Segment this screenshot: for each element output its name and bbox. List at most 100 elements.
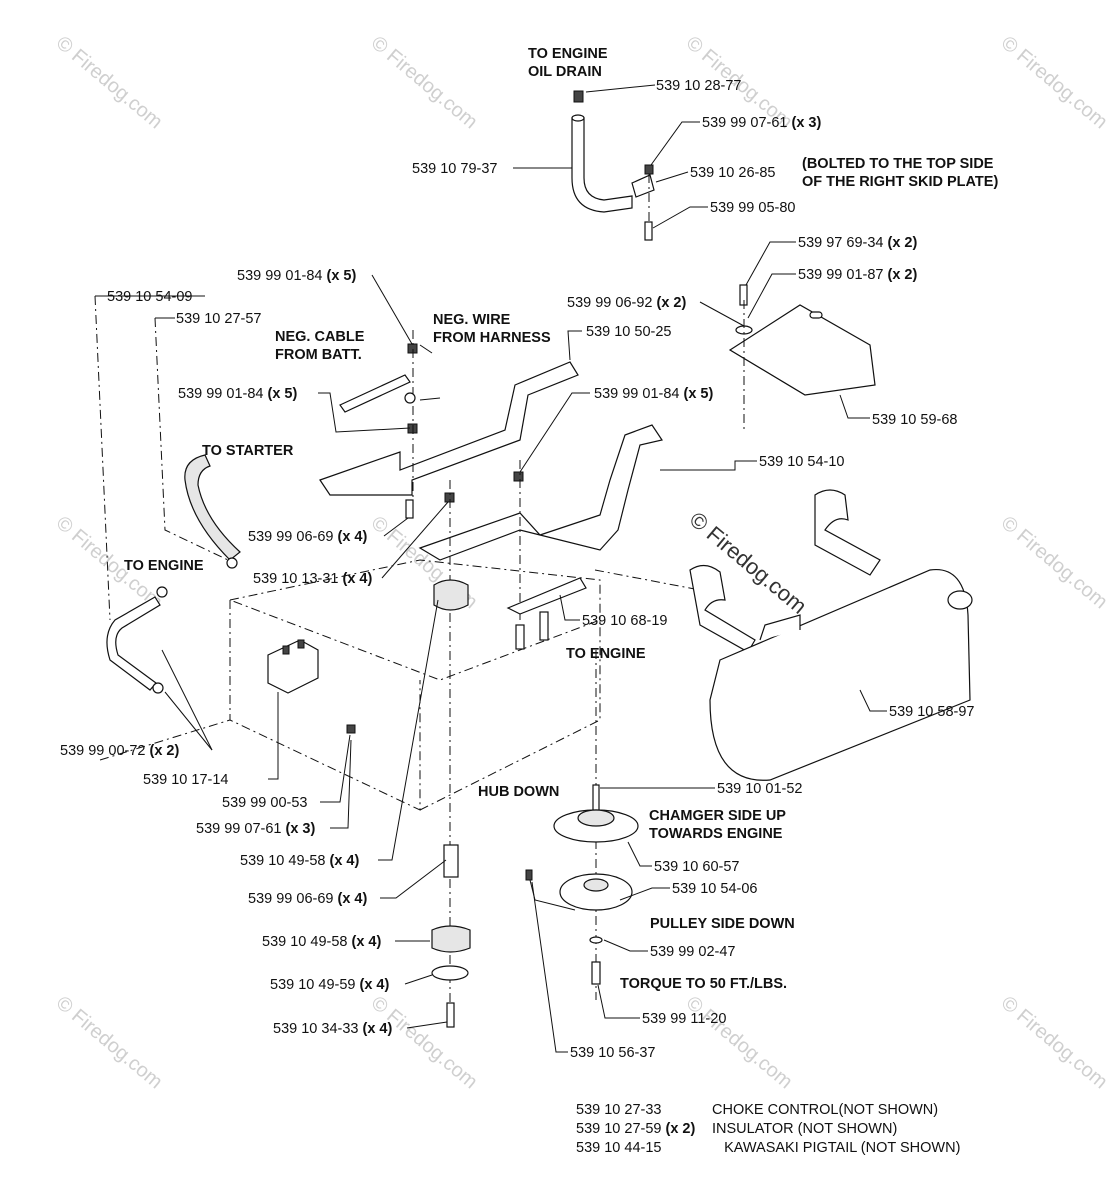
callout-p-539-10-27-57: 539 10 27-57 <box>176 311 261 327</box>
leader-50-25 <box>567 330 582 361</box>
watermark-4: © Firedog.com <box>997 32 1107 133</box>
bracket-bolt <box>515 624 525 650</box>
leader-49-59 <box>404 974 433 985</box>
leader-26-85 <box>655 171 689 183</box>
watermark-7: © Firedog.com <box>997 512 1107 613</box>
callout-line: NEG. WIRE <box>433 312 511 328</box>
callout-p-539-99-07-61-bottom: 539 99 07-61 (x 3) <box>196 821 315 837</box>
leader-00-53 <box>320 734 351 803</box>
leader-17-14 <box>268 692 279 780</box>
callout-line: 539 10 79-37 <box>412 161 497 177</box>
bottom-bolt-part <box>446 1002 455 1028</box>
callout-line: 539 99 01-84 <box>178 386 263 402</box>
callout-line: FROM BATT. <box>275 347 362 363</box>
callout-to-engine-left-label: TO ENGINE <box>124 558 204 574</box>
leader-69-34 <box>745 241 796 286</box>
note-description: KAWASAKI PIGTAIL (NOT SHOWN) <box>712 1140 961 1156</box>
callout-p-539-99-01-84-a: 539 99 01-84 (x 5) <box>237 268 356 284</box>
isolator-top-part <box>433 579 469 611</box>
callout-p-539-97-69-34: 539 97 69-34 (x 2) <box>798 235 917 251</box>
leader-01-87 <box>747 273 796 319</box>
exhaust-flange-left <box>689 564 756 653</box>
callout-p-539-99-06-69-a: 539 99 06-69 (x 4) <box>248 529 367 545</box>
note-description: CHOKE CONTROL(NOT SHOWN) <box>712 1102 939 1118</box>
drain-bolt-part <box>644 221 653 241</box>
callout-line: TOWARDS ENGINE <box>649 826 783 842</box>
heat-shield-slot <box>809 311 823 319</box>
engine-brackets <box>319 304 876 561</box>
callout-to-engine-center-label: TO ENGINE <box>566 646 646 662</box>
callout-qty: (x 4) <box>325 853 359 869</box>
cables <box>106 374 441 694</box>
drain-clamp-part <box>631 174 655 198</box>
callout-hub-down-label: HUB DOWN <box>478 784 559 800</box>
callout-qty: (x 2) <box>883 267 917 283</box>
leader-07-61-top <box>650 121 700 166</box>
callout-p-539-10-50-25: 539 10 50-25 <box>586 324 671 340</box>
callout-line: TO ENGINE <box>528 46 608 62</box>
callout-p-539-10-58-97: 539 10 58-97 <box>889 704 974 720</box>
leader-06-69-b <box>380 859 447 899</box>
muffler-body-part <box>709 568 971 781</box>
engine-frame-side <box>229 600 421 811</box>
callout-p-539-99-06-92: 539 99 06-92 (x 2) <box>567 295 686 311</box>
callout-p-539-10-60-57: 539 10 60-57 <box>654 859 739 875</box>
callout-line: 539 99 06-69 <box>248 891 333 907</box>
leader-05-80 <box>652 206 708 229</box>
clutch-assembly <box>506 577 639 1000</box>
callout-line: 539 10 49-59 <box>270 977 355 993</box>
bracket-539-10-54-10-part <box>418 424 663 561</box>
callout-line: 539 10 60-57 <box>654 859 739 875</box>
callout-p-539-10-34-33: 539 10 34-33 (x 4) <box>273 1021 392 1037</box>
neg-cable-lug <box>404 392 416 404</box>
muffler-bracket <box>759 614 801 641</box>
drain-cap-part <box>573 90 584 103</box>
drain-hose-part <box>571 117 633 213</box>
callout-qty: (x 2) <box>652 295 686 311</box>
callout-line: 539 10 68-19 <box>582 613 667 629</box>
engine-cable-lug <box>156 586 168 598</box>
watermark-1: © Firedog.com <box>52 32 167 133</box>
callout-line: TO ENGINE <box>124 558 204 574</box>
watermark-2: © Firedog.com <box>367 32 482 133</box>
callout-line: 539 10 54-10 <box>759 454 844 470</box>
callout-line: 539 10 27-57 <box>176 311 261 327</box>
washer-part <box>431 965 469 981</box>
leader-00-72 <box>164 691 213 751</box>
bracket-539-10-50-25-part <box>319 361 579 496</box>
callout-line: 539 10 56-37 <box>570 1045 655 1061</box>
callout-qty: (x 4) <box>355 977 389 993</box>
callout-p-539-99-02-47: 539 99 02-47 <box>650 944 735 960</box>
callout-p-539-10-01-52: 539 10 01-52 <box>717 781 802 797</box>
callout-p-539-99-00-53: 539 99 00-53 <box>222 795 307 811</box>
clutch-hub <box>583 878 609 892</box>
callout-line: 539 99 01-84 <box>594 386 679 402</box>
leader-01-84-b <box>318 392 411 433</box>
callout-line: 539 97 69-34 <box>798 235 883 251</box>
callout-line: 539 99 06-92 <box>567 295 652 311</box>
neg-wire-part <box>419 397 441 401</box>
callout-line: 539 10 34-33 <box>273 1021 358 1037</box>
isolator-stack <box>346 579 471 1028</box>
callout-line: OF THE RIGHT SKID PLATE) <box>802 174 998 190</box>
callout-line: 539 99 06-69 <box>248 529 333 545</box>
callout-p-539-10-17-14: 539 10 17-14 <box>143 772 228 788</box>
heat-shield-edge <box>729 349 806 396</box>
callout-line: 539 99 01-87 <box>798 267 883 283</box>
callout-line: TO STARTER <box>202 443 294 459</box>
callout-p-539-99-11-20: 539 99 11-20 <box>642 1011 726 1027</box>
bolt-a <box>405 499 414 519</box>
callout-qty: (x 5) <box>263 386 297 402</box>
spacer-part <box>443 844 459 878</box>
top-nut-part <box>644 164 654 175</box>
callout-line: TORQUE TO 50 FT./LBS. <box>620 976 787 992</box>
bracket-539-10-68-19-part <box>506 577 587 615</box>
callout-line: 539 99 05-80 <box>710 200 795 216</box>
callout-line: 539 99 07-61 <box>196 821 281 837</box>
leader-00-72-b <box>161 649 213 751</box>
note-row: 539 10 27-33 CHOKE CONTROL(NOT SHOWN) <box>576 1101 960 1120</box>
